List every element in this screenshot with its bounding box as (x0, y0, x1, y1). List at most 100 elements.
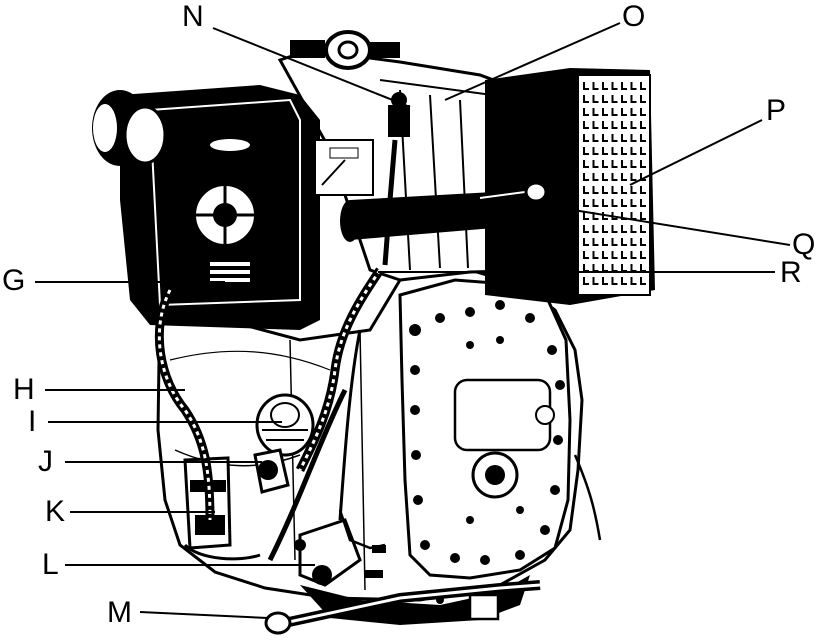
grille-slot (630, 108, 637, 116)
grille-slot (621, 277, 627, 285)
grille-slot (602, 121, 608, 129)
grille-slot (611, 108, 618, 116)
leader-p (629, 119, 763, 186)
grille-slot (602, 251, 608, 259)
grille-slot (602, 95, 608, 103)
grille-slot (640, 121, 646, 129)
grille-slot (602, 147, 608, 155)
exhaust-pipe (340, 181, 548, 242)
grille-slot (630, 160, 637, 168)
grille-slot (602, 238, 608, 246)
grille-slot (592, 212, 599, 220)
grille-slot (592, 277, 599, 285)
grille-slot (592, 82, 599, 90)
grille-slot (621, 95, 627, 103)
label-l: L (42, 548, 59, 581)
drain-plug (468, 593, 500, 621)
grille-slot (630, 277, 637, 285)
grille-slot (602, 225, 608, 233)
grille-slot (611, 134, 618, 142)
leader-n (212, 27, 411, 108)
grille-slot (583, 160, 589, 168)
grille-slot (583, 251, 589, 259)
grille-slot (621, 82, 627, 90)
grille-slot (611, 225, 618, 233)
grille-slot (592, 238, 599, 246)
grille-slot (640, 160, 646, 168)
grille-slot (630, 82, 637, 90)
speed-control-lever (294, 509, 386, 587)
grille-slot (621, 186, 627, 194)
label-n: N (182, 0, 204, 33)
timing-cover (398, 278, 572, 580)
grille-slot (583, 147, 589, 155)
grille-slot (621, 251, 627, 259)
grille-slot (592, 95, 599, 103)
grille-slot (611, 160, 618, 168)
grille-slot (592, 225, 599, 233)
grille-slot (583, 173, 589, 181)
grille-slot (630, 173, 637, 181)
grille-slot (611, 82, 618, 90)
grille-slot (602, 134, 608, 142)
grille-slot (592, 186, 599, 194)
grille-slot (611, 238, 618, 246)
label-i: I (28, 405, 37, 438)
grille-slot (611, 186, 618, 194)
grille-slot (640, 277, 646, 285)
grille-slot (640, 147, 646, 155)
grille-slot (621, 199, 627, 207)
label-q: Q (792, 228, 816, 261)
grille-slot (621, 238, 627, 246)
fuel-filter (253, 448, 290, 494)
grille-slot (592, 121, 599, 129)
leader-lines (35, 22, 791, 619)
grille-slot (630, 238, 637, 246)
grille-slot (583, 134, 589, 142)
grille-slot (602, 160, 608, 168)
grille-slot (611, 277, 618, 285)
lifting-eye (290, 30, 400, 70)
oil-filler-cap (255, 393, 315, 457)
grille-slot (602, 186, 608, 194)
grille-slot (583, 121, 589, 129)
label-h: H (13, 373, 35, 406)
grille-slot (592, 251, 599, 259)
grille-slot (640, 225, 646, 233)
grille-slot (640, 82, 646, 90)
grille-slot (621, 121, 627, 129)
grille-slot (583, 225, 589, 233)
leader-q (529, 202, 791, 246)
grille-slot (592, 160, 599, 168)
governor-plate (314, 139, 374, 196)
grille-slot (630, 147, 637, 155)
grille-slot (583, 82, 589, 90)
starting-rod (264, 580, 541, 635)
grille-slot (640, 186, 646, 194)
grille-slot (583, 186, 589, 194)
grille-slot (592, 108, 599, 116)
grille-slot (640, 108, 646, 116)
grille-slot (611, 147, 618, 155)
silencer (485, 68, 655, 305)
grille-slot (583, 108, 589, 116)
grille-slot (592, 147, 599, 155)
grille-slot (592, 199, 599, 207)
grille-slot (621, 160, 627, 168)
label-p: P (766, 94, 787, 127)
grille-slot (640, 251, 646, 259)
grille-slot (611, 95, 618, 103)
grille-slot (630, 186, 637, 194)
air-cowl (92, 85, 320, 330)
label-m: M (107, 596, 132, 629)
grille-slot (602, 108, 608, 116)
grille-slot (640, 95, 646, 103)
grille-slot (630, 251, 637, 259)
grille-slot (592, 134, 599, 142)
grille-slot (640, 238, 646, 246)
label-o: O (622, 0, 646, 33)
grille-slot (602, 82, 608, 90)
grille-slot (583, 238, 589, 246)
